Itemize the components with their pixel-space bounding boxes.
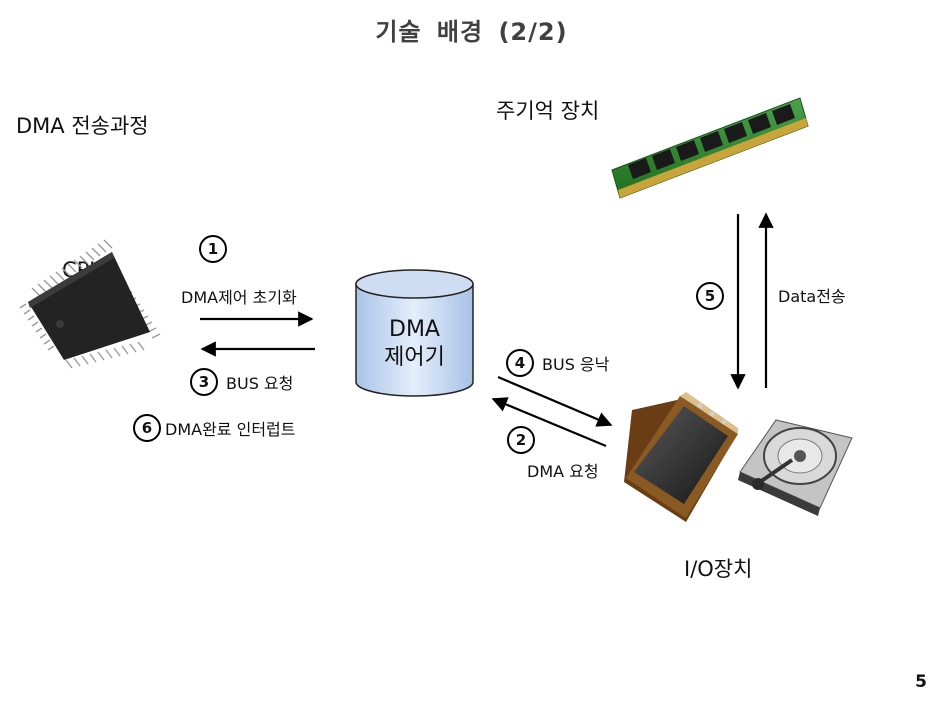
step-4-label: BUS 응낙 bbox=[542, 355, 610, 374]
step-1-marker: 1 bbox=[199, 235, 227, 263]
arrow-io-to-dma bbox=[491, 397, 607, 448]
io-device-label: I/O장치 bbox=[684, 557, 753, 581]
arrow-dma-to-io bbox=[497, 375, 613, 427]
dma-controller-line1: DMA bbox=[389, 317, 440, 342]
step-3-marker: 3 bbox=[190, 368, 218, 396]
step-2-marker: 2 bbox=[507, 426, 535, 454]
step-6-marker: 6 bbox=[133, 414, 161, 442]
dma-controller-label: DMA 제어기 bbox=[356, 316, 473, 372]
step-4-marker: 4 bbox=[506, 349, 534, 377]
page-number: 5 bbox=[915, 672, 927, 692]
step-3-label: BUS 요청 bbox=[226, 374, 294, 393]
step-6: 6 DMA완료 인터럽트 bbox=[133, 414, 295, 442]
step-6-label: DMA완료 인터럽트 bbox=[165, 420, 296, 439]
page-title: 기술 배경 (2/2) bbox=[375, 18, 568, 46]
dma-controller-line2: 제어기 bbox=[384, 345, 445, 370]
step-5-marker: 5 bbox=[696, 282, 724, 310]
dma-controller-cylinder bbox=[355, 269, 474, 397]
hard-disk-image bbox=[738, 419, 853, 516]
ram-module-image bbox=[611, 97, 809, 199]
step-3: 3 BUS 요청 bbox=[190, 368, 293, 396]
step-4: 4 BUS 응낙 bbox=[506, 349, 609, 377]
lcd-module-image bbox=[624, 392, 738, 522]
cpu-chip-image bbox=[19, 239, 161, 369]
flow-arrows bbox=[200, 212, 774, 448]
main-memory-label: 주기억 장치 bbox=[496, 99, 600, 123]
step-2-label: DMA 요청 bbox=[527, 462, 599, 481]
step-5-label: Data전송 bbox=[778, 287, 846, 306]
step-1-label: DMA제어 초기화 bbox=[181, 288, 297, 307]
section-label: DMA 전송과정 bbox=[16, 114, 149, 138]
